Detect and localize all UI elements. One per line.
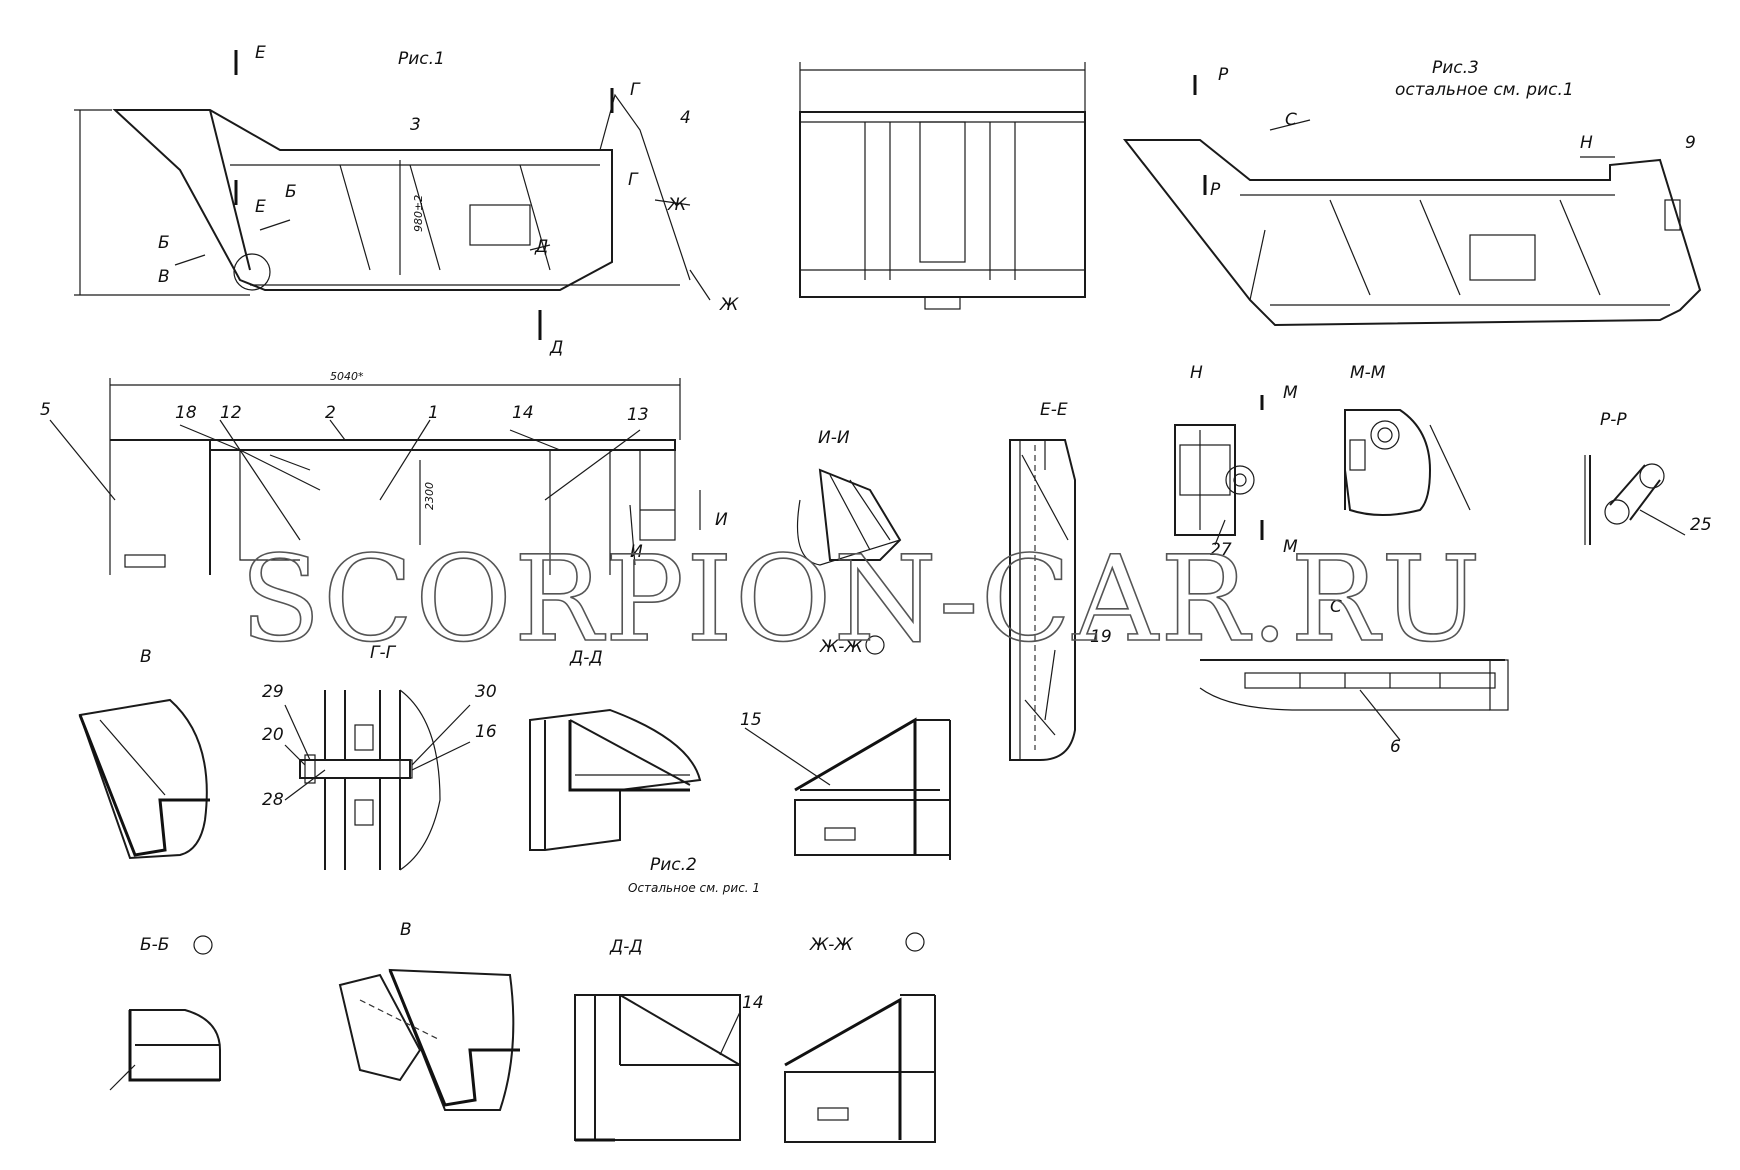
callout-3: 3 (410, 115, 421, 135)
callout-6: 6 (1390, 737, 1401, 757)
view-label-gg: Г-Г (370, 643, 397, 663)
fig2-view: 5040* 2300 5 18 12 2 1 14 13 И И (40, 370, 728, 575)
marker-i-left: И (630, 542, 643, 562)
section-ee: Е-Е 19 (1009, 400, 1112, 761)
marker-v: В (158, 267, 170, 287)
callout-1: 1 (428, 403, 439, 423)
marker-e-bottom: Е (255, 197, 266, 217)
marker-i-right: И (715, 510, 728, 530)
marker-n: Н (1580, 133, 1593, 153)
callout-16: 16 (475, 722, 497, 742)
marker-m-bottom: М (1283, 537, 1298, 557)
callout-25: 25 (1690, 515, 1712, 535)
dimension-height-2300: 2300 (423, 482, 436, 510)
callout-27: 27 (1210, 540, 1232, 560)
marker-g-top: Г (630, 80, 641, 100)
view-label-dd-top: Д-Д (569, 648, 603, 668)
marker-zh-top: Ж (667, 195, 687, 215)
view-label-ee: Е-Е (1040, 400, 1068, 420)
detail-v-bottom: В (338, 920, 520, 1111)
marker-g-mid: Г (628, 170, 639, 190)
callout-12: 12 (220, 403, 242, 423)
view-label-zhzh-top: Ж-Ж (819, 637, 863, 657)
callout-5: 5 (40, 400, 51, 420)
marker-b-left: Б (158, 233, 170, 253)
marker-d-bottom: Д (549, 338, 563, 358)
rear-view (799, 62, 1086, 310)
detail-v-top: В (78, 647, 210, 860)
section-gg: Г-Г 29 20 28 30 16 (262, 643, 497, 871)
callout-19: 19 (1090, 627, 1112, 647)
callout-9: 9 (1685, 133, 1696, 153)
section-ii: И-И (796, 428, 902, 566)
view-n: Н 27 (1174, 363, 1255, 560)
view-label-n: Н (1190, 363, 1203, 383)
fig3-side-view: Рис.3 остальное см. рис.1 Р Р С Н 9 (1122, 58, 1702, 327)
view-label-s: С (1330, 597, 1342, 617)
marker-zh-bottom: Ж (719, 295, 739, 315)
fig2-title: Рис.2 (650, 855, 697, 875)
section-rr: Р-Р 25 (1584, 410, 1712, 545)
view-label-ii: И-И (818, 428, 850, 448)
fig1-title: Рис.1 (398, 49, 445, 69)
callout-13: 13 (627, 405, 649, 425)
view-label-rr: Р-Р (1600, 410, 1627, 430)
callout-30: 30 (475, 682, 497, 702)
callout-14b: 14 (742, 993, 764, 1013)
view-label-zhzh-bottom: Ж-Ж (809, 935, 853, 955)
section-zhzh-top: 15 Ж-Ж (740, 635, 951, 860)
section-mm: М М М-М (1260, 363, 1471, 557)
callout-14: 14 (512, 403, 534, 423)
callout-4: 4 (680, 108, 691, 128)
section-dd-top: Д-Д (529, 648, 702, 851)
marker-d-mid: Д (534, 237, 548, 257)
view-label-dd-bottom: Д-Д (609, 937, 643, 957)
marker-b-top: Б (285, 182, 297, 202)
dimension-length: 5040* (330, 370, 364, 383)
callout-20: 20 (262, 725, 284, 745)
fig2-note: Остальное см. рис. 1 (628, 881, 760, 895)
marker-r-mid: Р (1210, 180, 1221, 200)
callout-28: 28 (262, 790, 284, 810)
marker-e-top: Е (255, 43, 266, 63)
view-label-v-top: В (140, 647, 152, 667)
view-label-bb: Б-Б (140, 935, 169, 955)
callout-18: 18 (175, 403, 197, 423)
callout-29: 29 (262, 682, 284, 702)
section-dd-bottom: Д-Д 14 (574, 937, 764, 1142)
view-s: С 6 (1199, 597, 1509, 757)
fig1-side-view: Рис.1 Е Е Г Г Б Б В Д Д Ж Ж 3 4 980±2 (74, 43, 739, 358)
view-label-v-bottom: В (400, 920, 412, 940)
watermark: SCORPION-CAR.RU (240, 530, 1483, 668)
fig3-note: остальное см. рис.1 (1395, 80, 1574, 100)
fig3-title: Рис.3 (1432, 58, 1479, 78)
marker-m-top: М (1283, 383, 1298, 403)
dimension-height-980: 980±2 (412, 195, 425, 232)
marker-s: С (1285, 110, 1297, 130)
section-zhzh-bottom: Ж-Ж (784, 932, 936, 1143)
callout-15: 15 (740, 710, 762, 730)
section-bb: Б-Б (109, 935, 221, 1091)
marker-r-top: Р (1218, 65, 1229, 85)
callout-2: 2 (325, 403, 336, 423)
view-label-mm: М-М (1350, 363, 1386, 383)
